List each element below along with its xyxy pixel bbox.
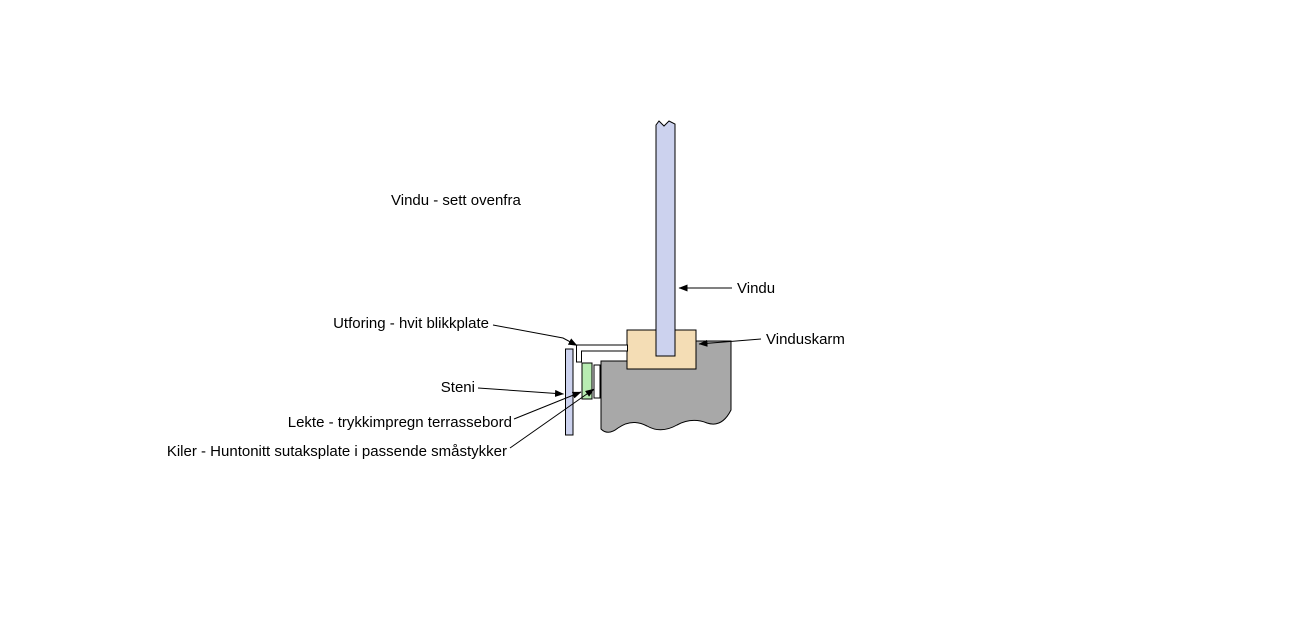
steni-leader-line bbox=[477, 387, 564, 397]
label-lekte: Lekte - trykkimpregn terrassebord bbox=[288, 414, 512, 431]
label-kiler: Kiler - Huntonitt sutaksplate i passende… bbox=[167, 443, 507, 460]
label-vindu: Vindu bbox=[737, 280, 775, 297]
window-glass-shape bbox=[655, 120, 676, 357]
kiler-shape bbox=[593, 364, 601, 399]
lekte-leader-line bbox=[513, 391, 582, 420]
label-utforing: Utforing - hvit blikkplate bbox=[333, 315, 489, 332]
diagram-title: Vindu - sett ovenfra bbox=[391, 192, 521, 209]
label-vinduskarm: Vinduskarm bbox=[766, 331, 845, 348]
utforing-leader-line bbox=[492, 324, 578, 346]
label-steni: Steni bbox=[441, 379, 475, 396]
blikkplate-shape bbox=[576, 344, 628, 363]
kiler-leader-line bbox=[509, 388, 595, 449]
vinduskarm-leader-line bbox=[698, 338, 762, 347]
lekte-shape bbox=[581, 362, 593, 400]
steni-panel-shape bbox=[565, 348, 574, 436]
